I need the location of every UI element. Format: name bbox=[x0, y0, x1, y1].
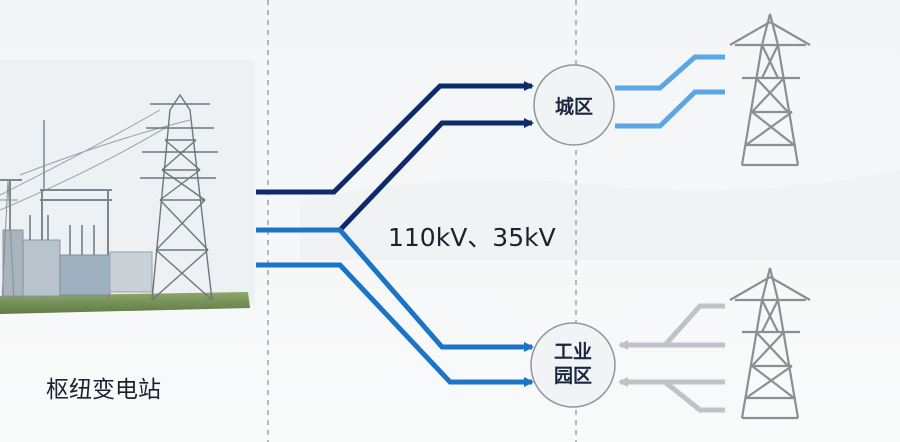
transmission-tower-icon bbox=[729, 13, 811, 167]
industrial-node-label: 工业 园区 bbox=[538, 340, 608, 388]
industrial-node-label-line1: 工业 bbox=[553, 341, 592, 363]
city-node bbox=[533, 64, 615, 146]
feeder-line-blue-1 bbox=[256, 227, 534, 352]
substation-label: 枢纽变电站 bbox=[46, 377, 161, 403]
feeder-line-navy-1 bbox=[256, 81, 534, 195]
substation-photo bbox=[0, 60, 255, 314]
background-hills bbox=[300, 170, 900, 260]
voltage-label: 110kV、35kV bbox=[388, 223, 556, 252]
city-output-lines bbox=[615, 54, 725, 129]
transmission-tower-icon bbox=[729, 267, 811, 420]
city-node-label: 城区 bbox=[554, 96, 593, 118]
industrial-node bbox=[530, 322, 616, 408]
feeder-lines bbox=[256, 81, 534, 387]
industrial-input-lines bbox=[618, 303, 725, 413]
feeder-line-blue-2 bbox=[256, 262, 534, 387]
industrial-node-label-line2: 园区 bbox=[553, 365, 592, 387]
